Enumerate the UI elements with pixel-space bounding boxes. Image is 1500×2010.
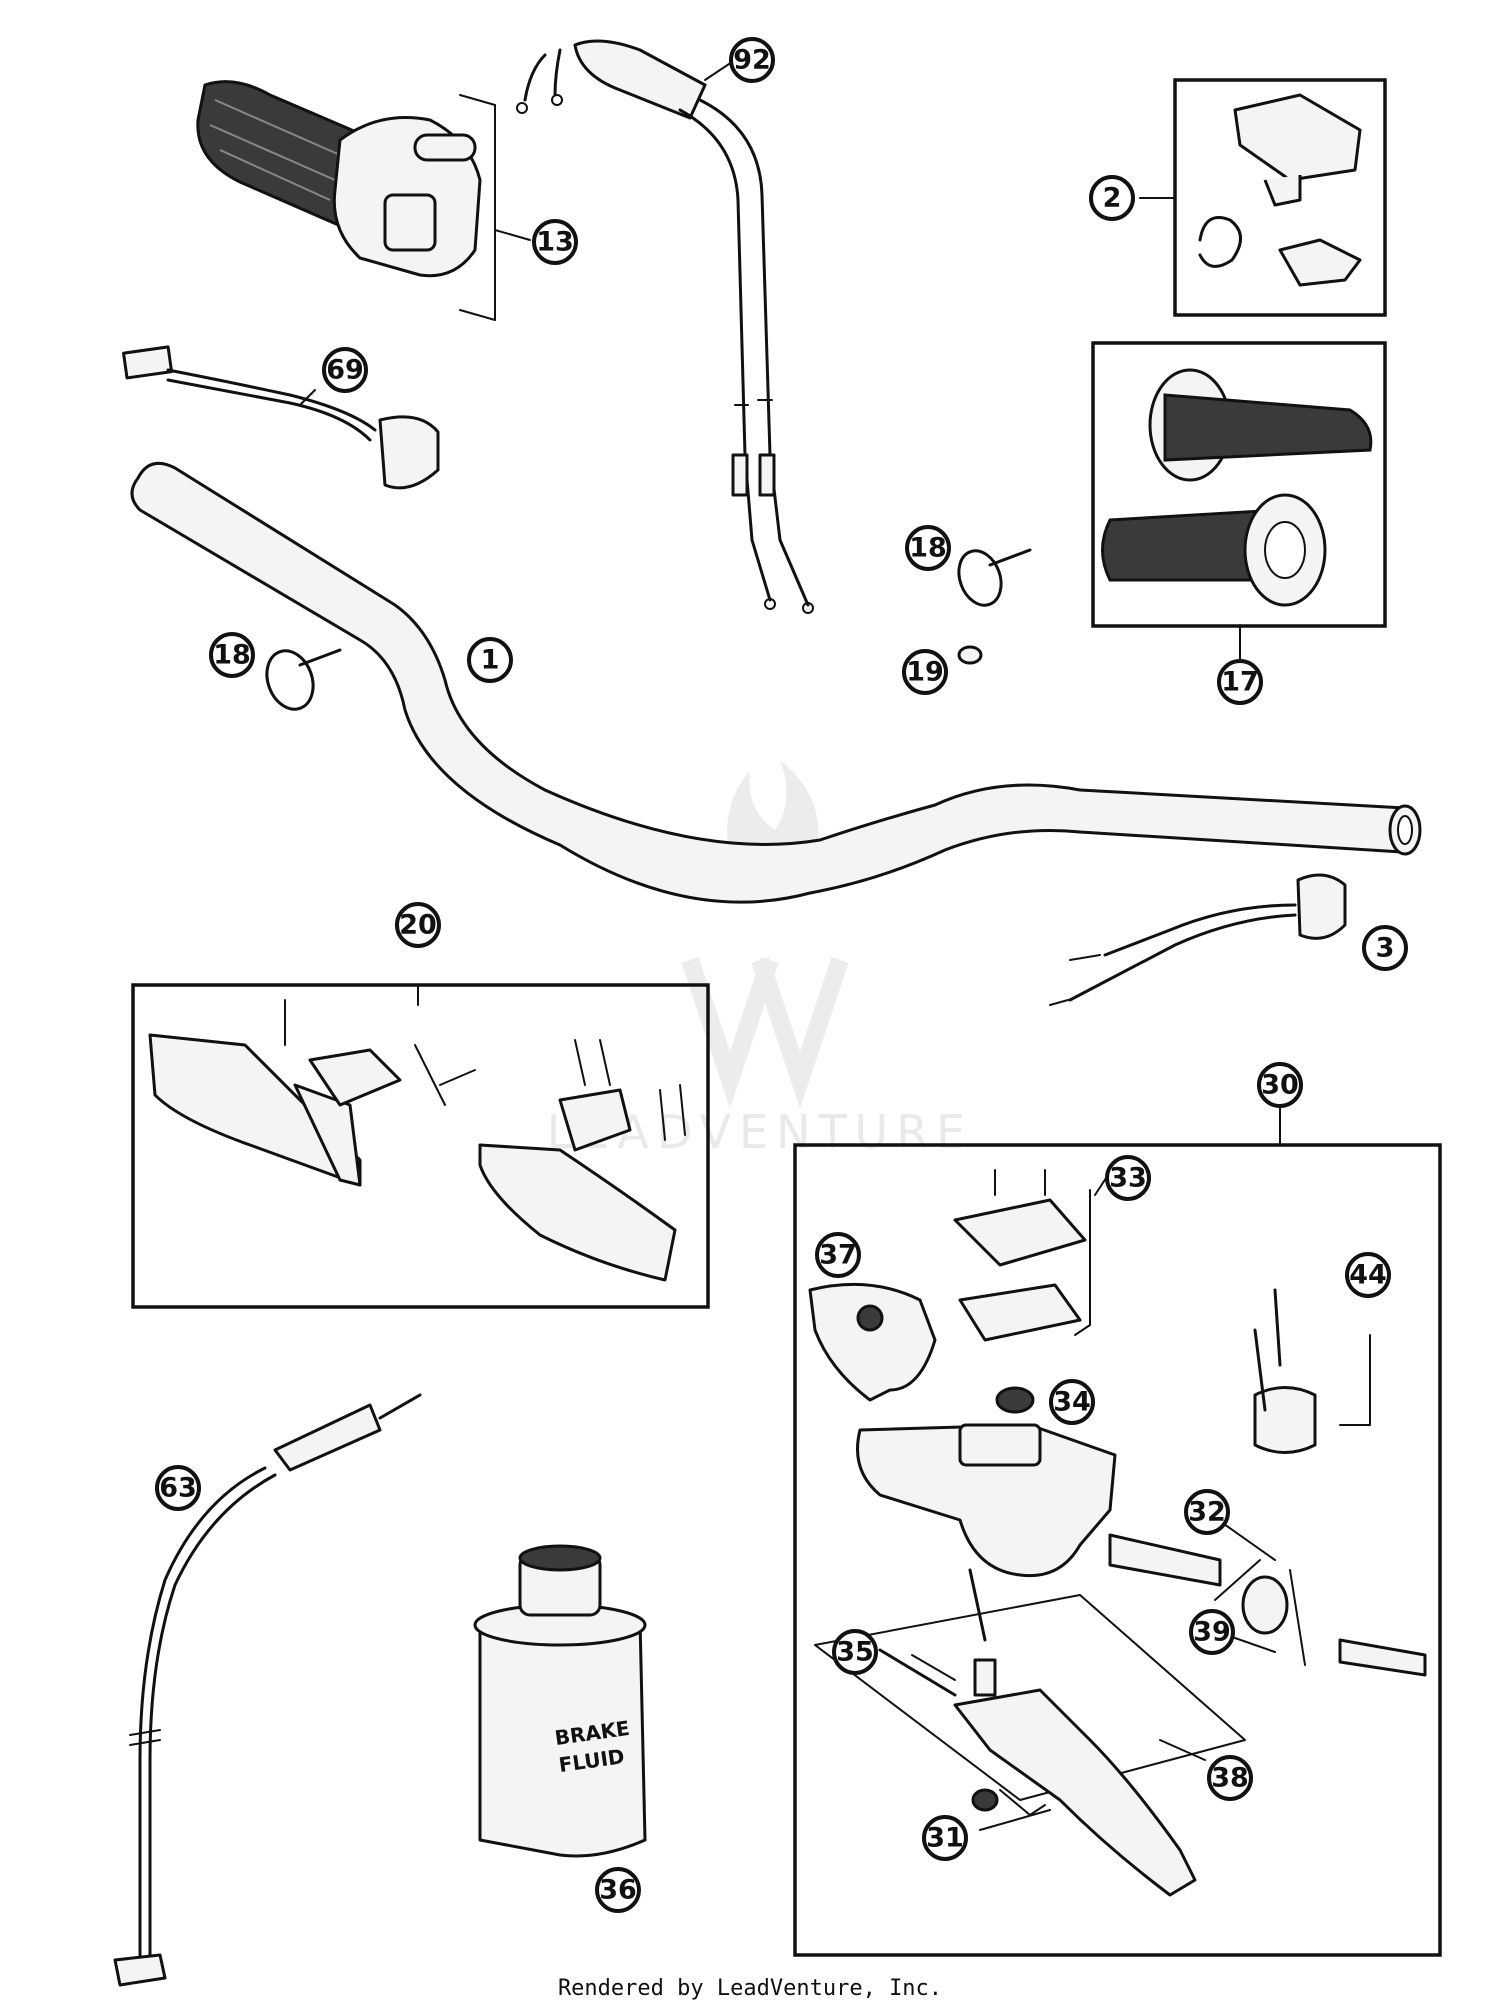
svg-text:34: 34 (1053, 1387, 1091, 1418)
kit-box-17 (1091, 341, 1387, 628)
callout-30: 30 (1257, 1062, 1303, 1108)
callout-36: 36 (595, 1867, 641, 1913)
credit-text: Rendered by LeadVenture, Inc. (557, 1976, 943, 2001)
kit-box-2 (1173, 78, 1387, 317)
svg-text:31: 31 (926, 1823, 964, 1854)
svg-text:69: 69 (326, 355, 364, 386)
callout-92: 92 (729, 37, 775, 83)
callout-38: 38 (1207, 1755, 1253, 1801)
svg-text:39: 39 (1193, 1617, 1231, 1648)
callout-18-left: 18 (209, 632, 255, 678)
throttle-cables (516, 39, 814, 614)
callout-69: 69 (322, 347, 368, 393)
switch-harness-69 (122, 345, 440, 490)
leader-lines (417, 59, 1281, 1831)
svg-text:30: 30 (1261, 1070, 1299, 1101)
svg-text:13: 13 (536, 227, 574, 258)
svg-text:36: 36 (599, 1875, 637, 1906)
callout-2: 2 (1089, 175, 1135, 221)
callout-19: 19 (902, 649, 948, 695)
callout-39: 39 (1189, 1609, 1235, 1655)
callout-31: 31 (922, 1815, 968, 1861)
callout-34: 34 (1049, 1379, 1095, 1425)
cable-tie-left (265, 648, 342, 711)
callout-35: 35 (832, 1629, 878, 1675)
svg-text:44: 44 (1349, 1260, 1387, 1291)
svg-text:19: 19 (906, 657, 944, 688)
svg-text:37: 37 (819, 1240, 857, 1271)
svg-text:18: 18 (213, 640, 251, 671)
callout-1: 1 (467, 637, 513, 683)
svg-text:35: 35 (836, 1637, 874, 1668)
svg-text:38: 38 (1211, 1763, 1249, 1794)
handlebar (130, 461, 1422, 904)
brake-fluid-can: BRAKE FLUID (473, 1544, 647, 1858)
callout-18-right: 18 (905, 525, 951, 571)
callout-3: 3 (1362, 925, 1408, 971)
svg-text:18: 18 (909, 533, 947, 564)
callout-33: 33 (1105, 1155, 1151, 1201)
nut-19 (957, 645, 983, 665)
callout-17: 17 (1217, 659, 1263, 705)
callout-63: 63 (155, 1465, 201, 1511)
kit-box-30 (793, 1143, 1442, 1957)
kit-box-20 (131, 983, 710, 1309)
svg-text:92: 92 (733, 45, 771, 76)
callout-37: 37 (815, 1232, 861, 1278)
svg-text:33: 33 (1109, 1163, 1147, 1194)
callout-44: 44 (1345, 1252, 1391, 1298)
cable-tie-right (957, 548, 1032, 607)
svg-text:32: 32 (1188, 1497, 1226, 1528)
cable-63 (113, 1393, 422, 1987)
callout-20: 20 (395, 902, 441, 948)
svg-text:1: 1 (481, 645, 500, 676)
switch-3 (1049, 873, 1347, 1006)
callout-13: 13 (532, 219, 578, 265)
throttle-assembly (196, 80, 496, 321)
callout-32: 32 (1184, 1489, 1230, 1535)
svg-text:2: 2 (1103, 183, 1122, 214)
svg-text:20: 20 (399, 910, 437, 941)
svg-text:63: 63 (159, 1473, 197, 1504)
svg-text:17: 17 (1221, 667, 1259, 698)
svg-text:3: 3 (1376, 933, 1395, 964)
